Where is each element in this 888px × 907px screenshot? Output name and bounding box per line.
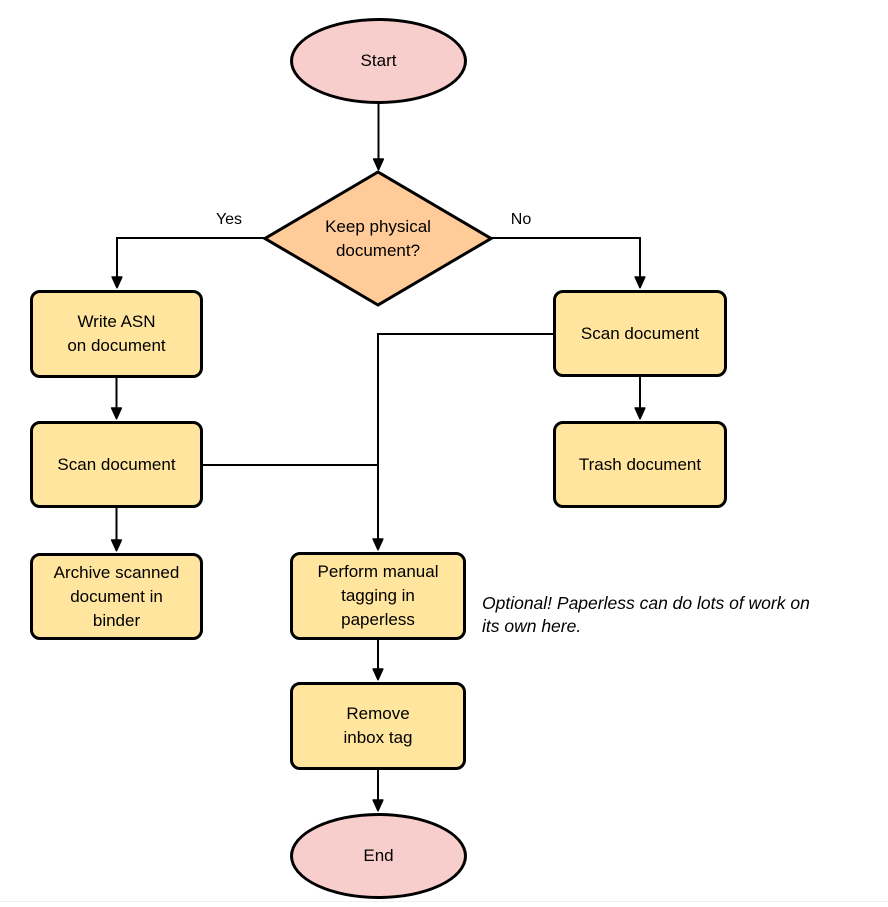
node-write-asn-label: Write ASN on document xyxy=(67,312,166,355)
node-scan-document-right-label: Scan document xyxy=(580,323,700,343)
node-decision-label: Keep physical document? xyxy=(325,216,431,260)
node-start-label: Start xyxy=(360,51,397,70)
edge-decision-yes-to-write-asn xyxy=(111,237,265,289)
node-end-label: End xyxy=(363,846,394,865)
node-trash-document: Trash document xyxy=(553,421,727,508)
node-trash-document-label: Trash document xyxy=(578,454,702,474)
node-scan-document-right: Scan document xyxy=(553,290,727,377)
node-decision: Keep physical document? xyxy=(263,170,493,307)
edge-label-no: No xyxy=(510,211,532,228)
node-end: End xyxy=(290,813,467,899)
node-scan-document-left-label: Scan document xyxy=(57,454,176,474)
optional-note: Optional! Paperless can do lots of work … xyxy=(482,593,810,636)
edge-decision-no-to-scan-right xyxy=(490,237,646,289)
node-manual-tagging-label: Perform manual tagging in paperless xyxy=(317,562,439,629)
node-write-asn: Write ASN on document xyxy=(30,290,203,378)
node-archive-binder-label: Archive scanned document in binder xyxy=(53,562,180,630)
node-manual-tagging: Perform manual tagging in paperless xyxy=(290,552,466,640)
node-scan-document-left: Scan document xyxy=(30,421,203,508)
decision-diamond-shape xyxy=(263,170,493,307)
node-remove-inbox-tag: Remove inbox tag xyxy=(290,682,466,770)
edge-scan-right-to-tagging xyxy=(372,333,553,551)
bottom-hairline xyxy=(0,901,888,902)
node-remove-inbox-tag-label: Remove inbox tag xyxy=(343,704,413,747)
edge-label-yes: Yes xyxy=(215,211,243,228)
node-start: Start xyxy=(290,18,467,104)
node-archive-binder: Archive scanned document in binder xyxy=(30,553,203,640)
